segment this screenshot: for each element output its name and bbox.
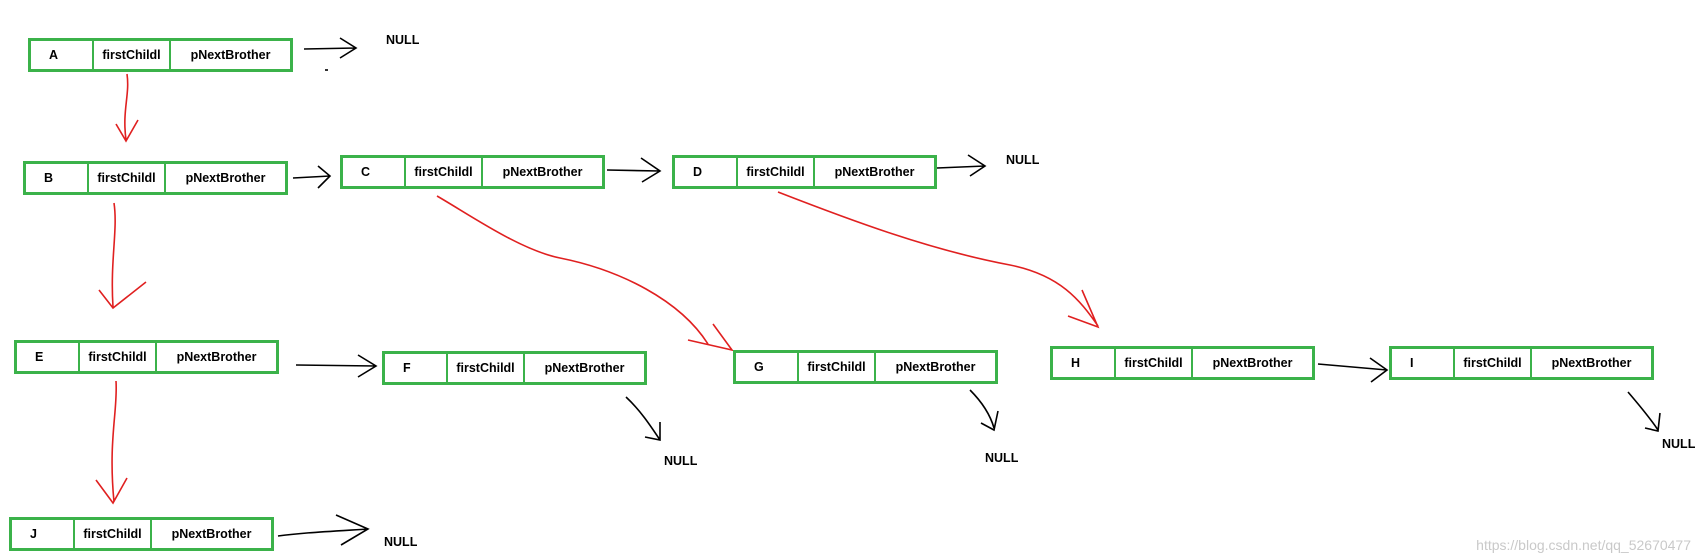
null-label-d: NULL	[1006, 153, 1040, 167]
first-child-field: firstChildl	[1116, 349, 1193, 377]
node-name: B	[26, 164, 89, 192]
node-d: D firstChildl pNextBrother	[672, 155, 937, 189]
first-child-field: firstChildl	[80, 343, 157, 371]
brother-arrow-d-null	[936, 154, 987, 177]
null-label-i: NULL	[1662, 437, 1696, 451]
next-brother-field: pNextBrother	[502, 165, 583, 179]
null-label-g: NULL	[985, 451, 1019, 465]
next-brother-field: pNextBrother	[190, 48, 271, 62]
node-name: A	[31, 41, 94, 69]
node-name: E	[17, 343, 80, 371]
next-brother-field: pNextBrother	[185, 171, 266, 185]
first-child-field: firstChildl	[94, 41, 171, 69]
first-child-field: firstChildl	[406, 158, 483, 186]
node-name: J	[12, 520, 75, 548]
brother-arrow-e-f	[295, 354, 378, 378]
next-brother-field: pNextBrother	[171, 527, 252, 541]
child-arrow-d-h	[777, 191, 1100, 329]
node-a: A firstChildl pNextBrother	[28, 38, 293, 72]
null-label-f: NULL	[664, 454, 698, 468]
node-b: B firstChildl pNextBrother	[23, 161, 288, 195]
brother-arrow-c-d	[606, 157, 662, 183]
next-brother-field: pNextBrother	[834, 165, 915, 179]
first-child-field: firstChildl	[448, 354, 525, 382]
brother-arrow-a-null	[303, 37, 358, 59]
node-name: F	[385, 354, 448, 382]
node-j: J firstChildl pNextBrother	[9, 517, 274, 551]
child-arrow-e-j	[95, 380, 128, 505]
node-i: I firstChildl pNextBrother	[1389, 346, 1654, 380]
next-brother-field: pNextBrother	[895, 360, 976, 374]
null-label-j: NULL	[384, 535, 418, 549]
brother-arrow-f-null	[625, 396, 661, 441]
child-arrow-a-b	[115, 73, 139, 143]
first-child-field: firstChildl	[75, 520, 152, 548]
next-brother-field: pNextBrother	[176, 350, 257, 364]
first-child-field: firstChildl	[738, 158, 815, 186]
node-name: C	[343, 158, 406, 186]
brother-arrow-g-null	[969, 389, 999, 432]
next-brother-field: pNextBrother	[544, 361, 625, 375]
node-h: H firstChildl pNextBrother	[1050, 346, 1315, 380]
first-child-field: firstChildl	[1455, 349, 1532, 377]
brother-arrow-j-null	[277, 514, 370, 546]
node-name: H	[1053, 349, 1116, 377]
next-brother-field: pNextBrother	[1551, 356, 1632, 370]
node-f: F firstChildl pNextBrother	[382, 351, 647, 385]
first-child-field: firstChildl	[799, 353, 876, 381]
child-arrow-c-g	[436, 195, 734, 352]
brother-arrow-i-null	[1627, 391, 1661, 432]
node-name: D	[675, 158, 738, 186]
brother-arrow-h-i	[1317, 357, 1389, 383]
brother-arrow-b-c	[292, 165, 332, 189]
next-brother-field: pNextBrother	[1212, 356, 1293, 370]
node-e: E firstChildl pNextBrother	[14, 340, 279, 374]
first-child-field: firstChildl	[89, 164, 166, 192]
node-name: G	[736, 353, 799, 381]
node-c: C firstChildl pNextBrother	[340, 155, 605, 189]
node-name: I	[1392, 349, 1455, 377]
watermark: https://blog.csdn.net/qq_52670477	[1476, 537, 1691, 553]
child-arrow-b-e	[98, 202, 147, 310]
null-label-a: NULL	[386, 33, 420, 47]
node-g: G firstChildl pNextBrother	[733, 350, 998, 384]
